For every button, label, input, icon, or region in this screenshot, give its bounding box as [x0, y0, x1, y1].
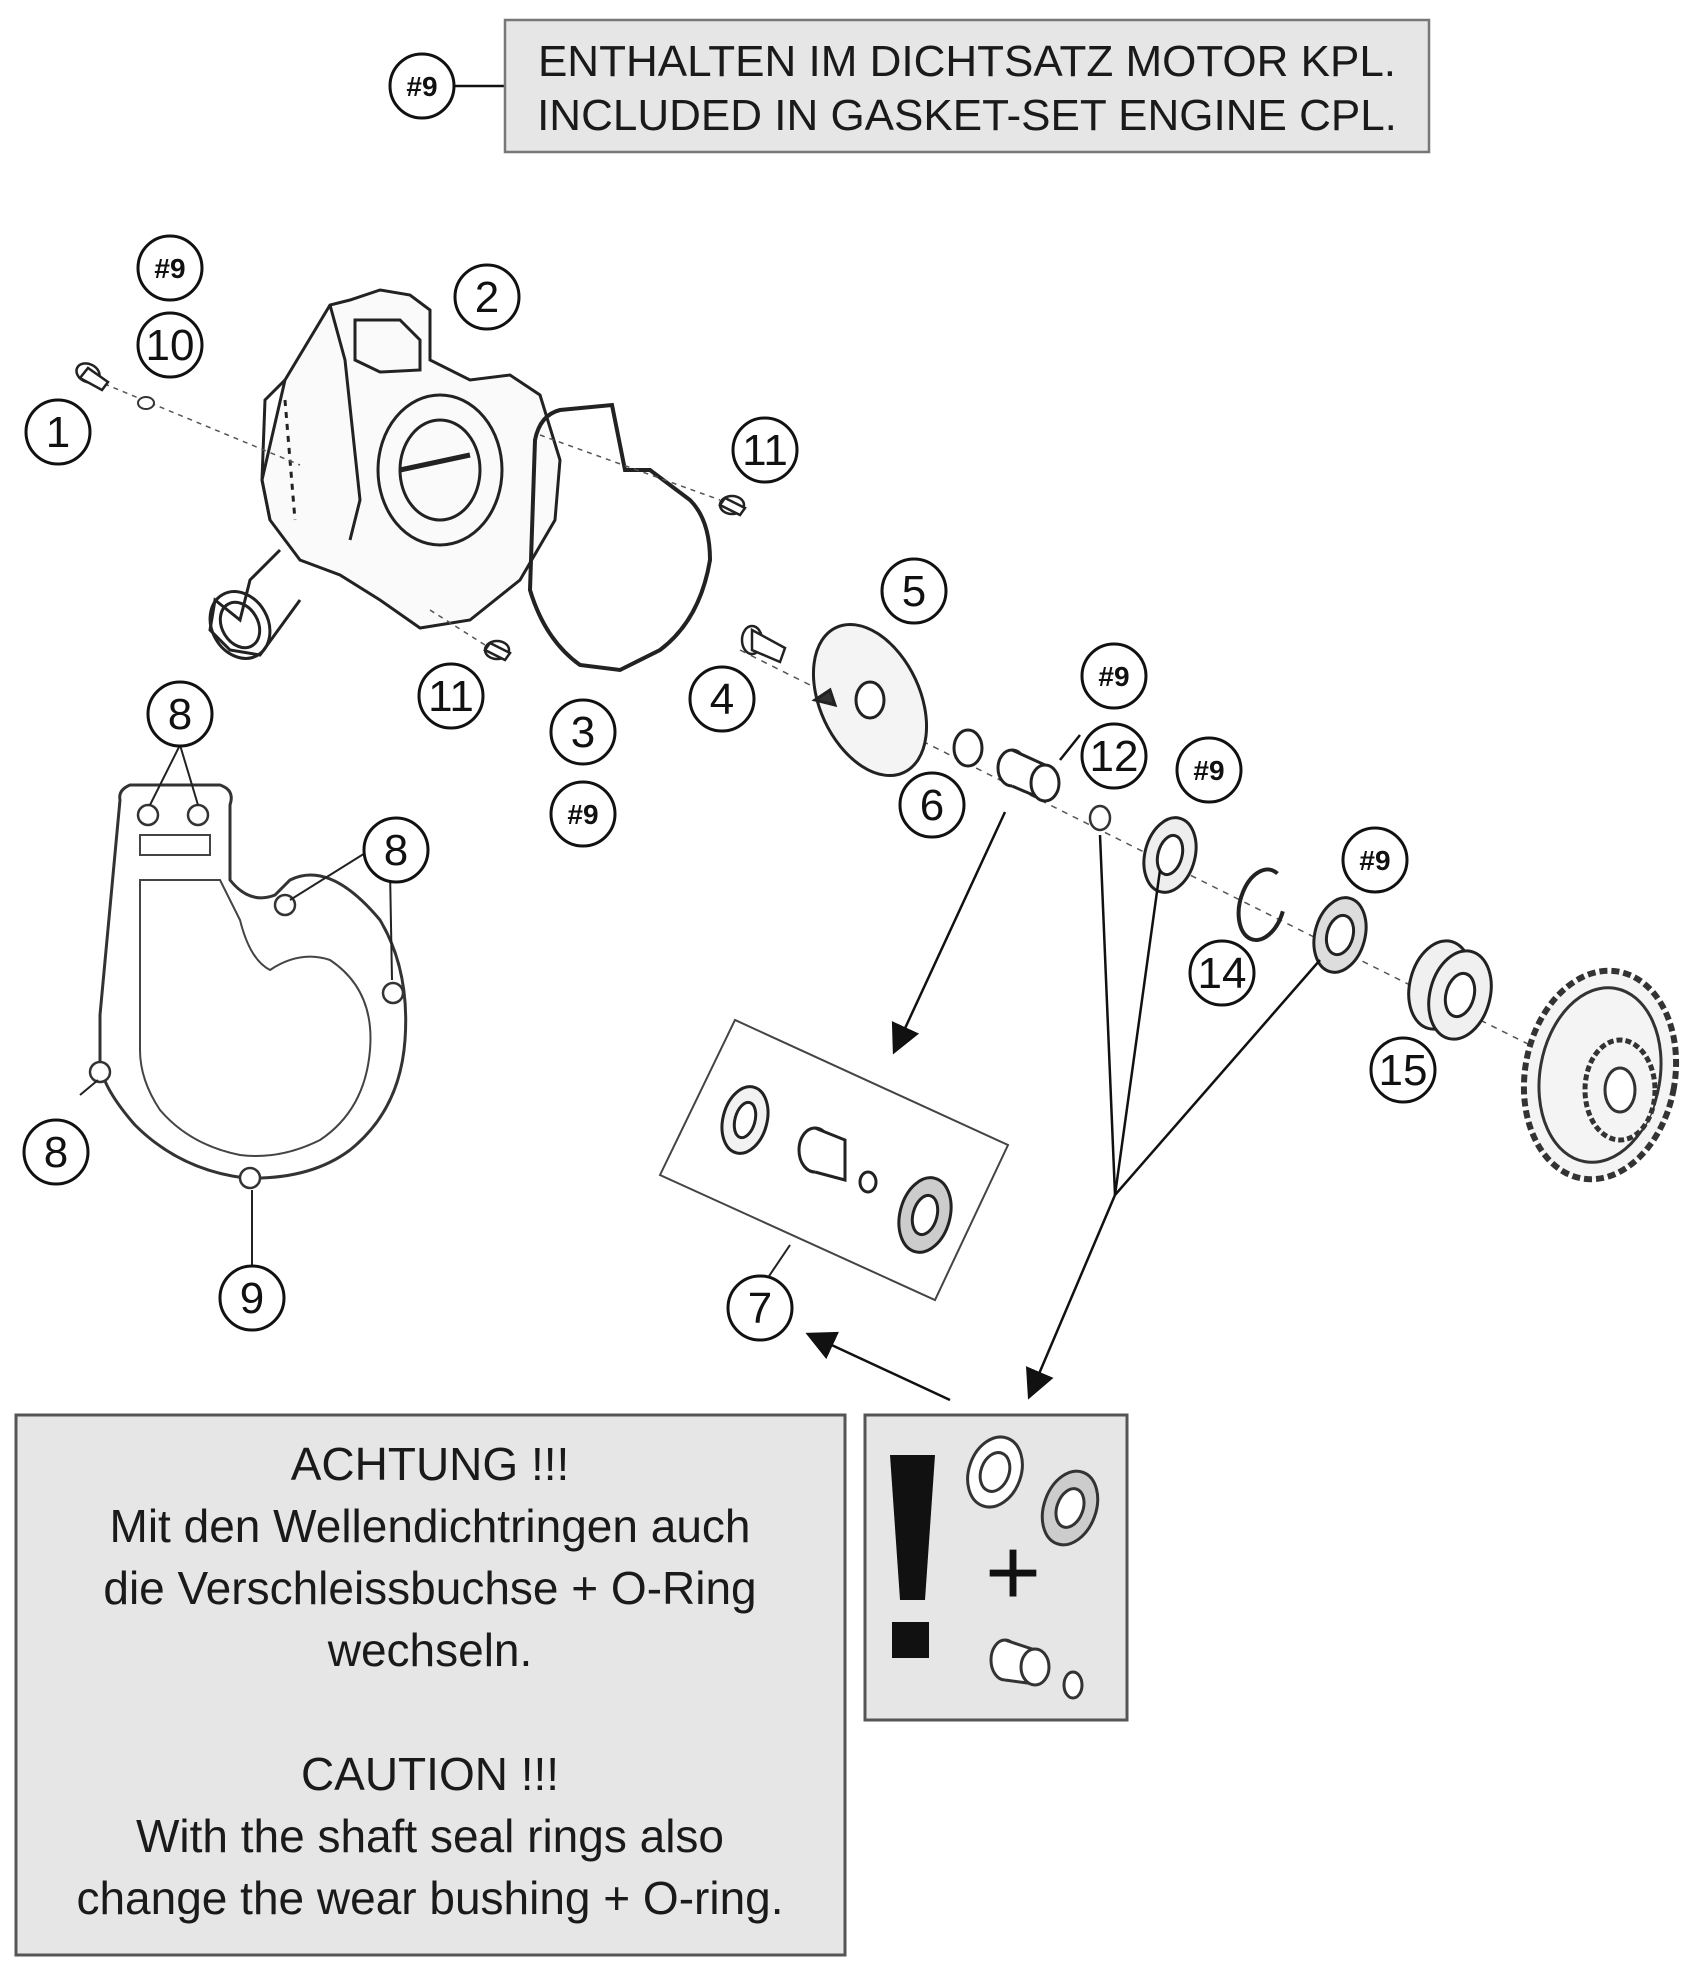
callout-kit-ref-3: #9: [549, 780, 617, 848]
reference-arrows: [805, 734, 1321, 1402]
callout-part-8-left: 8: [22, 1118, 90, 1186]
callout-kit-ref-seal-lower: #9: [1341, 826, 1409, 894]
o-ring-part-12: [1088, 804, 1112, 832]
header-ref-label: #9: [406, 71, 437, 102]
gasket-outline-inner: [139, 834, 372, 1157]
svg-text:1: 1: [46, 408, 70, 457]
svg-text:#9: #9: [154, 253, 185, 284]
svg-text:9: 9: [240, 1274, 264, 1323]
svg-text:10: 10: [146, 321, 195, 370]
callout-part-12: 12: [1080, 722, 1148, 790]
svg-text:#9: #9: [1193, 755, 1224, 786]
callout-part-14: 14: [1188, 939, 1256, 1007]
callout-part-10: 10: [136, 311, 204, 379]
callout-part-9: 9: [218, 1264, 286, 1332]
callout-kit-ref-12: #9: [1080, 642, 1148, 710]
svg-text:8: 8: [384, 826, 408, 875]
screw-part-1: [75, 362, 110, 392]
svg-text:2: 2: [475, 273, 499, 322]
svg-text:#9: #9: [567, 799, 598, 830]
caution-en-line2: change the wear bushing + O-ring.: [76, 1872, 783, 1924]
icon-plus: +: [985, 1519, 1041, 1626]
dowel-part-11-top: [539, 434, 747, 517]
bearing-part-15: [1407, 939, 1493, 1041]
callout-part-1: 1: [24, 398, 92, 466]
gasket-leader-lines: [79, 744, 393, 1270]
callout-part-8-top: 8: [146, 680, 214, 748]
callout-kit-ref-10: #9: [136, 234, 204, 302]
callout-part-11-top: 11: [731, 416, 799, 484]
svg-text:#9: #9: [1359, 845, 1390, 876]
bushing-oring-icon: [989, 1638, 1084, 1700]
header-line-de: ENTHALTEN IM DICHTSATZ MOTOR KPL.: [538, 37, 1396, 86]
callout-part-5: 5: [880, 557, 948, 625]
svg-text:#9: #9: [1098, 661, 1129, 692]
caution-note: ACHTUNG !!! Mit den Wellendichtringen au…: [14, 1413, 847, 1957]
svg-text:15: 15: [1379, 1046, 1428, 1095]
caution-box: [14, 1413, 847, 1957]
caution-de-line2: die Verschleissbuchse + O-Ring: [103, 1562, 756, 1614]
caution-en-line1: With the shaft seal rings also: [136, 1810, 724, 1862]
seal-ring-lower: [1312, 896, 1368, 974]
bolt-part-4: [740, 624, 787, 664]
exclamation-icon: [890, 1455, 935, 1600]
header-box: [503, 18, 1431, 154]
wear-bushing: [996, 748, 1061, 803]
ring-part-6: [952, 728, 984, 768]
svg-text:5: 5: [902, 567, 926, 616]
washer-part-10: [137, 396, 155, 410]
seal-ring-upper: [1142, 816, 1198, 894]
svg-text:4: 4: [710, 675, 734, 724]
impeller-part-5: [811, 622, 929, 778]
kit-box-part-7: [658, 1018, 1010, 1302]
header-line-en: INCLUDED IN GASKET-SET ENGINE CPL.: [537, 91, 1397, 140]
gasket-outline-large: [98, 783, 408, 1180]
callout-part-6: 6: [898, 771, 966, 839]
pump-housing: [208, 288, 562, 660]
callout-part-2: 2: [453, 263, 521, 331]
gasket-part-3: [527, 402, 713, 673]
caution-de-line1: Mit den Wellendichtringen auch: [110, 1500, 751, 1552]
callout-kit-ref-seal-upper: #9: [1175, 736, 1243, 804]
exclamation-dot-icon: [892, 1622, 929, 1658]
callout-part-8-right: 8: [362, 816, 430, 884]
dowel-part-11-bottom: [429, 609, 512, 662]
svg-text:11: 11: [428, 672, 474, 721]
seal-rings-icon: [966, 1435, 1100, 1547]
svg-text:6: 6: [920, 781, 944, 830]
svg-text:8: 8: [168, 690, 192, 739]
callout-part-7: 7: [726, 1274, 794, 1342]
callout-part-3: 3: [549, 698, 617, 766]
svg-text:14: 14: [1198, 949, 1247, 998]
svg-text:7: 7: [748, 1284, 772, 1333]
caution-de-line3: wechseln.: [327, 1624, 533, 1676]
callout-part-15: 15: [1369, 1036, 1437, 1104]
caution-en-title: CAUTION !!!: [301, 1748, 559, 1800]
drive-gear: [1520, 967, 1680, 1183]
svg-text:12: 12: [1090, 732, 1139, 781]
header-note: #9 ENTHALTEN IM DICHTSATZ MOTOR KPL. INC…: [388, 18, 1431, 154]
svg-text:3: 3: [571, 708, 595, 757]
gasket-holes: [88, 803, 405, 1190]
svg-text:8: 8: [44, 1128, 68, 1177]
svg-text:11: 11: [742, 426, 788, 475]
callout-part-4: 4: [688, 665, 756, 733]
replacement-icon-box: +: [863, 1413, 1129, 1722]
caution-de-title: ACHTUNG !!!: [291, 1438, 570, 1490]
circlip-part-14: [1236, 867, 1285, 942]
callout-part-11-bottom: 11: [417, 662, 485, 730]
